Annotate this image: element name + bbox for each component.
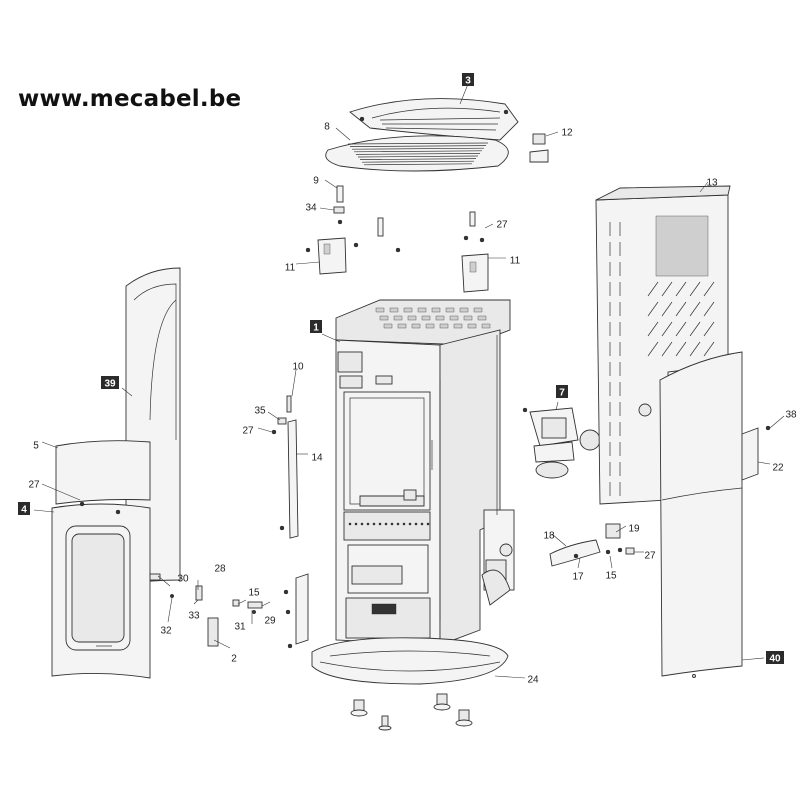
label-p40: 40 [766,651,784,665]
bar-14 [271,395,299,539]
part-number-p18: 18 [543,531,555,542]
part-number-p1: 1 [313,323,319,334]
label-p17: 17 [572,572,584,583]
label-p14: 14 [311,453,323,464]
label-p1: 1 [310,320,322,334]
clip-19 [605,523,635,555]
label-p15b: 15 [248,588,260,599]
label-p28: 28 [214,564,226,575]
label-p12: 12 [561,128,573,139]
label-p39: 39 [101,376,119,390]
base-24 [311,637,509,685]
label-p2: 2 [231,654,237,665]
label-p38: 38 [785,410,797,421]
label-p7: 7 [556,385,568,399]
bracket-18 [549,539,601,567]
part-number-p22: 22 [772,463,784,474]
part-number-p4: 4 [21,505,27,516]
part-number-p27a: 27 [496,220,508,231]
label-p27c: 27 [28,480,40,491]
main-body [335,299,515,646]
part-number-p38: 38 [785,410,797,421]
part-number-p29: 29 [264,616,276,627]
label-p30: 30 [177,574,189,585]
label-p35: 35 [254,406,266,417]
label-p3: 3 [462,73,474,87]
label-p33: 33 [188,611,200,622]
part-number-p33: 33 [188,611,200,622]
label-p8: 8 [324,122,330,133]
label-p15a: 15 [605,571,617,582]
label-p27a: 27 [496,220,508,231]
label-p11a: 11 [285,263,296,274]
bracket-11-right [461,253,489,293]
front-door-4 [51,501,151,679]
part-number-p12: 12 [561,128,573,139]
fan-7 [522,407,601,479]
screw-set [305,211,485,253]
label-p31: 31 [234,622,246,633]
label-p5: 5 [33,441,39,452]
part-number-p19: 19 [628,524,640,535]
label-p27b: 27 [242,426,254,437]
label-p10: 10 [292,362,304,373]
feet [350,693,473,731]
part-number-p30: 30 [177,574,189,585]
label-p18: 18 [543,531,555,542]
part-number-p7: 7 [559,388,565,399]
part-number-p28: 28 [214,564,226,575]
part-number-p8: 8 [324,122,330,133]
small-parts-left [149,573,263,647]
part-labels: 3812934271111131391073527381452227418192… [18,73,797,686]
right-side-panel-40 [659,351,743,678]
label-p11b: 11 [510,256,521,267]
label-p13: 13 [706,178,718,189]
label-p32: 32 [160,626,172,637]
bracket-11-left [317,237,347,275]
label-p4: 4 [18,502,30,516]
part-number-p17: 17 [572,572,584,583]
hinge-bracket [283,573,309,649]
part-number-p34: 34 [305,203,317,214]
part-number-p35: 35 [254,406,266,417]
site-url: www.mecabel.be [18,86,242,112]
pin-9 [336,185,344,203]
part-number-p27c: 27 [28,480,40,491]
label-p29: 29 [264,616,276,627]
bracket-22 [741,427,759,481]
part-number-p2: 2 [231,654,237,665]
part-number-p3: 3 [465,76,471,87]
part-number-p5: 5 [33,441,39,452]
part-number-p11a: 11 [285,263,296,274]
label-p24: 24 [527,675,539,686]
label-p22: 22 [772,463,784,474]
part-number-p40: 40 [769,654,781,665]
part-number-p27d: 27 [644,551,656,562]
top-cover [349,98,519,141]
top-grill [325,135,509,172]
part-number-p39: 39 [104,379,116,390]
clip-34 [333,206,345,214]
label-p27d: 27 [644,551,656,562]
part-number-p15a: 15 [605,571,617,582]
part-number-p31: 31 [234,622,246,633]
part-number-p24: 24 [527,675,539,686]
part-number-p10: 10 [292,362,304,373]
part-number-p14: 14 [311,453,323,464]
part-number-p32: 32 [160,626,172,637]
label-p34: 34 [305,203,317,214]
clip-12 [529,133,549,163]
part-number-p27b: 27 [242,426,254,437]
part-number-p13: 13 [706,178,718,189]
label-p9: 9 [313,176,319,187]
label-p19: 19 [628,524,640,535]
part-number-p9: 9 [313,176,319,187]
part-number-p11b: 11 [510,256,521,267]
panel-5 [55,440,151,505]
part-number-p15b: 15 [248,588,260,599]
